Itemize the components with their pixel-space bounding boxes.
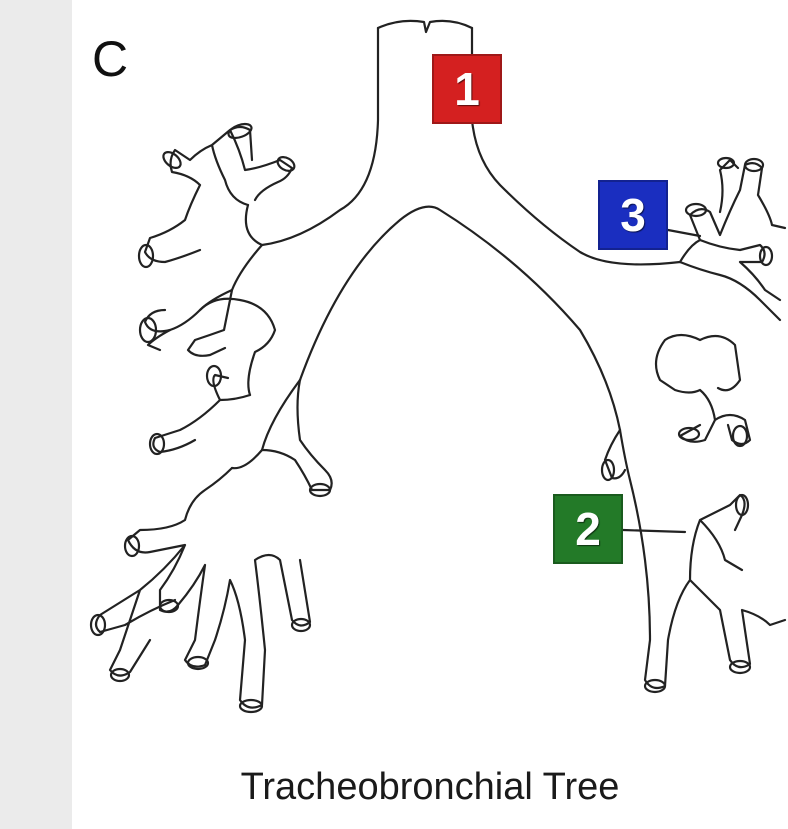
bronchus-opening [227,121,254,140]
marker-1: 1 [432,54,502,124]
carina [300,207,620,430]
left-main-bronchus-outer [620,262,785,688]
trachea [246,28,378,245]
right-main-bronchus-outer [145,245,262,331]
figure-caption: Tracheobronchial Tree [72,768,788,806]
marker-2-leader [623,530,685,532]
right-middle-lobe-branches [148,290,275,395]
right-upper-lobe-branches [145,127,292,262]
left-main-inner [232,380,300,468]
bronchus-opening [645,680,665,692]
trachea-top [378,21,472,32]
panel-letter: C [92,34,128,84]
marker-2: 2 [553,494,623,564]
left-intermediate-bronchus [262,380,332,490]
marker-3: 3 [598,180,668,250]
bronchus-opening [760,247,772,265]
